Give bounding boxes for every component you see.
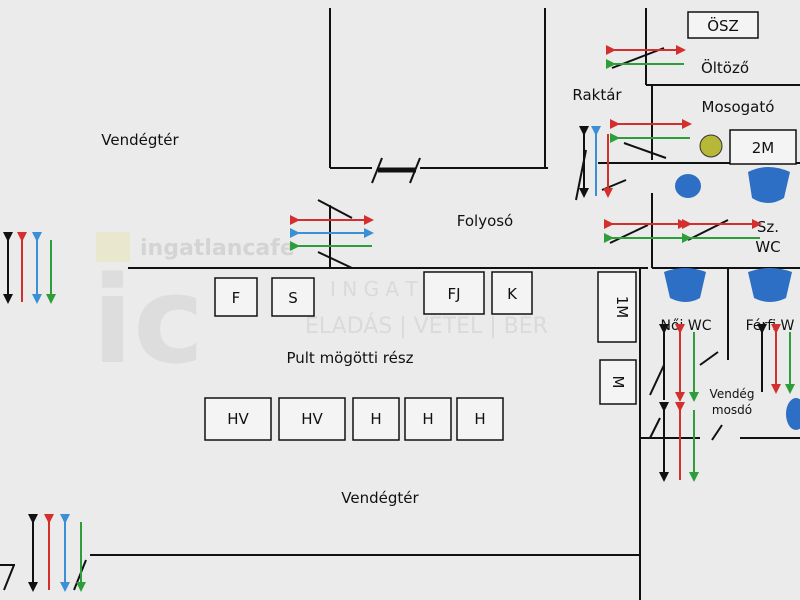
toilet-women xyxy=(664,268,706,302)
box-fj-label: FJ xyxy=(447,285,460,303)
box-osz-label: ÖSZ xyxy=(707,16,739,35)
box-hv1-label: HV xyxy=(227,410,249,428)
box-hv2 xyxy=(278,397,346,441)
watermark-logo: ic xyxy=(92,252,204,391)
room-corridor: Folyosó xyxy=(457,212,513,230)
guestwash-line: Vendég xyxy=(710,387,755,401)
equipment xyxy=(204,11,797,441)
room-womens-wc: Női WC xyxy=(661,318,712,334)
staffwc-line: Sz. xyxy=(757,218,779,236)
toilet-men xyxy=(748,268,792,302)
room-dishwashing: Mosogató xyxy=(702,98,775,116)
box-hv1 xyxy=(204,397,272,441)
room-guest-area-bottom: Vendégtér xyxy=(341,489,419,507)
room-storage: Raktár xyxy=(572,86,622,104)
watermark-brand: ingatlancafe xyxy=(140,236,295,261)
equipment-labels: F S FJ K 1M M HV HV H H H ÖSZ 2M xyxy=(227,16,774,428)
box-h3-label: H xyxy=(474,410,485,428)
box-osz xyxy=(687,11,759,39)
staffwc-line: WC xyxy=(755,238,780,256)
toilet-staff xyxy=(748,167,790,203)
fixtures xyxy=(664,134,800,430)
box-k-label: K xyxy=(507,285,518,303)
box-h1 xyxy=(352,397,400,441)
box-2m-label: 2M xyxy=(752,139,775,157)
room-behind-counter: Pult mögötti rész xyxy=(286,349,413,367)
box-2m xyxy=(729,129,797,165)
box-k xyxy=(491,271,533,315)
box-f-label: F xyxy=(232,289,241,307)
room-staff-wc: Sz. WC xyxy=(755,218,780,256)
box-fj xyxy=(423,271,485,315)
flow-arrows xyxy=(3,45,795,592)
room-changing: Öltöző xyxy=(701,58,749,77)
washbasin-guest xyxy=(786,398,800,430)
room-mens-wc: Férfi W xyxy=(746,318,795,334)
door-symbol xyxy=(371,157,421,184)
box-1m-label: 1M xyxy=(613,296,631,319)
box-s-label: S xyxy=(288,289,298,307)
box-h2-label: H xyxy=(422,410,433,428)
washbasin-staff xyxy=(675,174,701,198)
guestwash-line: mosdó xyxy=(712,403,752,417)
room-guest-washroom: Vendég mosdó xyxy=(710,387,755,417)
box-1m xyxy=(597,271,637,343)
watermark-tagline: ELADÁS | VÉTEL | BÉR xyxy=(305,313,548,339)
box-f xyxy=(214,277,258,317)
box-h2 xyxy=(404,397,452,441)
sink-fixture-yellow xyxy=(699,134,723,158)
box-h1-label: H xyxy=(370,410,381,428)
room-guest-area-top: Vendégtér xyxy=(101,131,179,149)
box-m-label: M xyxy=(609,376,627,389)
box-h3 xyxy=(456,397,504,441)
room-labels: Vendégtér Vendégtér Folyosó Pult mögötti… xyxy=(101,58,794,507)
box-s xyxy=(271,277,315,317)
box-m xyxy=(599,359,637,405)
box-hv2-label: HV xyxy=(301,410,323,428)
